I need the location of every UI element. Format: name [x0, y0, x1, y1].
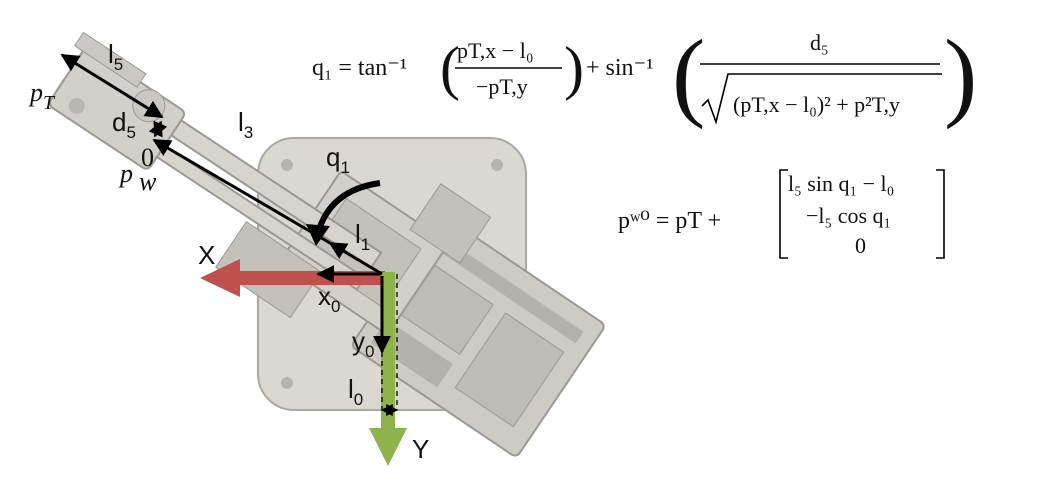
label-pT: pT	[28, 78, 56, 114]
label-q1: q1	[326, 142, 350, 177]
label-X: X	[198, 240, 215, 270]
servo-body	[409, 183, 492, 264]
label-y0: y0	[352, 326, 374, 361]
board-header	[454, 312, 565, 428]
q1-arrowhead	[306, 224, 330, 246]
svg-text:−l₅ cos q₁: −l₅ cos q₁	[806, 203, 891, 228]
label-l5: l5	[108, 39, 123, 74]
svg-text:): )	[564, 35, 584, 101]
svg-text:p: p	[118, 159, 133, 188]
svg-text:0: 0	[141, 143, 154, 172]
svg-text:pT,x − l₀: pT,x − l₀	[457, 38, 534, 63]
svg-text:−pT,y: −pT,y	[476, 74, 528, 99]
label-d5: d5	[112, 107, 136, 142]
base-screw	[281, 159, 293, 171]
svg-text:(pT,x − l₀)² + p²T,y: (pT,x − l₀)² + p²T,y	[733, 92, 900, 117]
base-screw	[491, 159, 503, 171]
base-screw	[281, 377, 293, 389]
svg-text:w: w	[139, 167, 157, 196]
servo-body	[214, 220, 322, 319]
robot-arm-picture	[48, 31, 605, 457]
label-l3: l3	[238, 107, 253, 142]
dim-l3	[152, 138, 331, 245]
svg-text:pʷ⁰ = pT +: pʷ⁰ = pT +	[618, 208, 721, 234]
label-l0: l0	[348, 374, 363, 409]
svg-text:): )	[944, 19, 977, 130]
equation-q1: q₁ = tan⁻¹ ( pT,x − l₀ −pT,y ) + sin⁻¹ (…	[312, 19, 977, 130]
svg-text:d₅: d₅	[810, 30, 829, 55]
dim-l5	[60, 53, 164, 119]
svg-text:+ sin⁻¹: + sin⁻¹	[586, 55, 653, 81]
label-l1: l1	[355, 219, 370, 254]
dim-d5	[148, 120, 168, 138]
svg-text:(: (	[672, 19, 705, 130]
label-x0: x0	[318, 281, 340, 316]
label-pw0: p w 0	[118, 143, 157, 196]
dim-l1	[328, 241, 383, 276]
svg-text:l₅ sin q₁ − l₀: l₅ sin q₁ − l₀	[788, 171, 894, 196]
svg-text:q₁ = tan⁻¹: q₁ = tan⁻¹	[312, 55, 407, 81]
q1-rotation-arrow	[315, 180, 381, 234]
svg-text:0: 0	[855, 233, 866, 258]
svg-text:(: (	[440, 35, 460, 101]
board-header	[434, 236, 584, 344]
label-Y: Y	[412, 434, 429, 464]
equation-pw0: pʷ⁰ = pT + l₅ sin q₁ − l₀ −l₅ cos q₁ 0	[618, 169, 945, 259]
